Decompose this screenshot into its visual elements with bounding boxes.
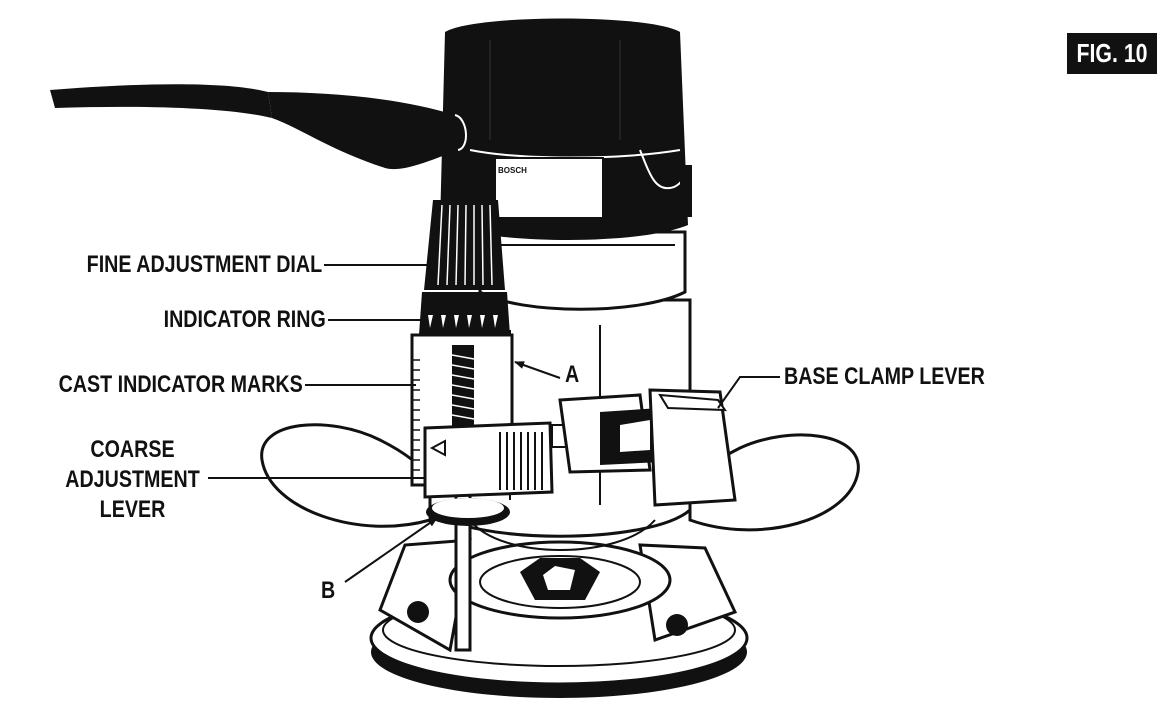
coarse-adjustment-lever-graphic xyxy=(423,421,573,499)
coarse-adjustment-lever-label-line3: LEVER xyxy=(99,496,166,523)
point-b-label: B xyxy=(321,577,336,604)
power-cord xyxy=(50,84,467,170)
base-clamp-lever-graphic xyxy=(558,388,737,507)
indicator-ring-label: INDICATOR RING xyxy=(163,306,326,333)
fine-adjustment-dial-label: FINE ADJUSTMENT DIAL xyxy=(86,251,322,278)
coarse-adjustment-lever-label-line2: ADJUSTMENT xyxy=(65,466,200,493)
base-clamp-lever-label: BASE CLAMP LEVER xyxy=(784,363,985,390)
point-a-label: A xyxy=(565,361,580,388)
figure-label: FIG. 10 xyxy=(1076,38,1148,68)
leader-lines xyxy=(208,264,780,583)
brand-logo: BOSCH xyxy=(498,166,527,175)
figure-badge: FIG. 10 xyxy=(1067,33,1157,74)
motor-top: BOSCH xyxy=(440,18,693,240)
motor-collar xyxy=(478,230,687,311)
collet-area xyxy=(448,540,672,620)
left-handle xyxy=(260,423,434,528)
indicator-ring-graphic xyxy=(419,292,510,335)
cast-indicator-marks-label: CAST INDICATOR MARKS xyxy=(58,371,303,398)
fine-adjustment-dial-graphic xyxy=(424,200,505,290)
coarse-adjustment-lever-label-line1: COARSE xyxy=(90,436,175,463)
